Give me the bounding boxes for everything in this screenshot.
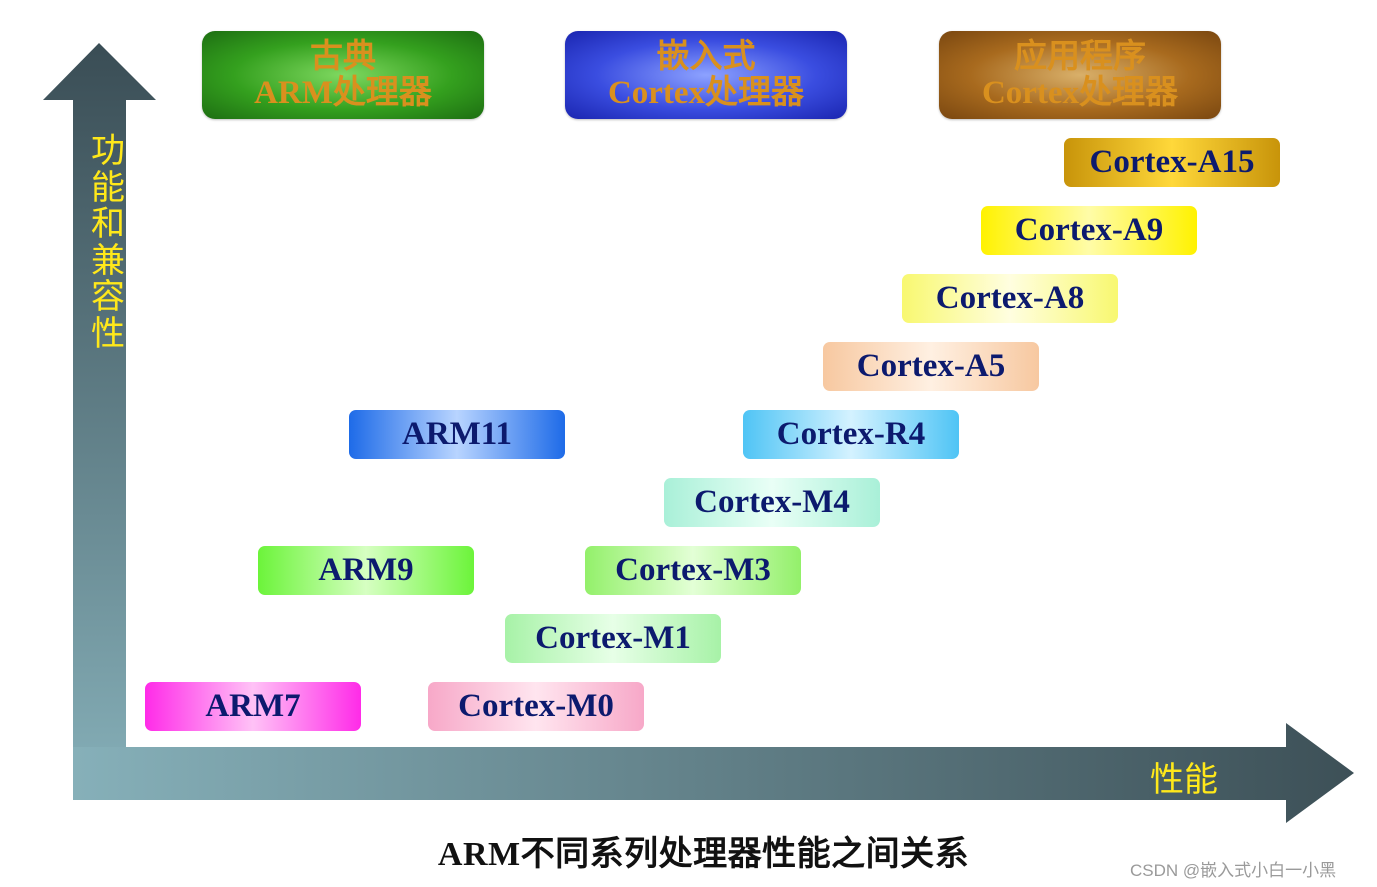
chip-cortex-m0: Cortex-M0: [428, 682, 644, 731]
chip-arm9: ARM9: [258, 546, 474, 595]
chip-cortex-m4: Cortex-M4: [664, 478, 880, 527]
chip-arm7: ARM7: [145, 682, 361, 731]
classic-arm-header-line2: ARM处理器: [254, 75, 432, 111]
chip-cortex-a5: Cortex-A5: [823, 342, 1039, 391]
y-axis-label: 功能和兼容性: [91, 131, 125, 354]
embedded-cortex-header-line1: 嵌入式: [656, 39, 756, 75]
x-axis-arrow: [73, 723, 1354, 823]
y-axis-arrow: [43, 43, 156, 800]
classic-arm-header: 古典 ARM处理器: [202, 31, 484, 119]
x-axis-label: 性能: [1150, 760, 1218, 800]
chip-cortex-a9: Cortex-A9: [981, 206, 1197, 255]
figure-caption: ARM不同系列处理器性能之间关系: [437, 836, 970, 873]
chip-cortex-a8: Cortex-A8: [902, 274, 1118, 323]
watermark: CSDN @嵌入式小白一小黑: [1130, 861, 1337, 880]
classic-arm-header-line1: 古典: [310, 39, 376, 75]
chip-cortex-r4: Cortex-R4: [743, 410, 959, 459]
chip-arm11: ARM11: [349, 410, 565, 459]
chip-cortex-a15: Cortex-A15: [1064, 138, 1280, 187]
embedded-cortex-header: 嵌入式 Cortex处理器: [565, 31, 847, 119]
chip-cortex-m1: Cortex-M1: [505, 614, 721, 663]
application-cortex-header-line1: 应用程序: [1014, 39, 1146, 75]
chip-cortex-m3: Cortex-M3: [585, 546, 801, 595]
application-cortex-header: 应用程序 Cortex处理器: [939, 31, 1221, 119]
application-cortex-header-line2: Cortex处理器: [981, 75, 1179, 111]
embedded-cortex-header-line2: Cortex处理器: [607, 75, 805, 111]
